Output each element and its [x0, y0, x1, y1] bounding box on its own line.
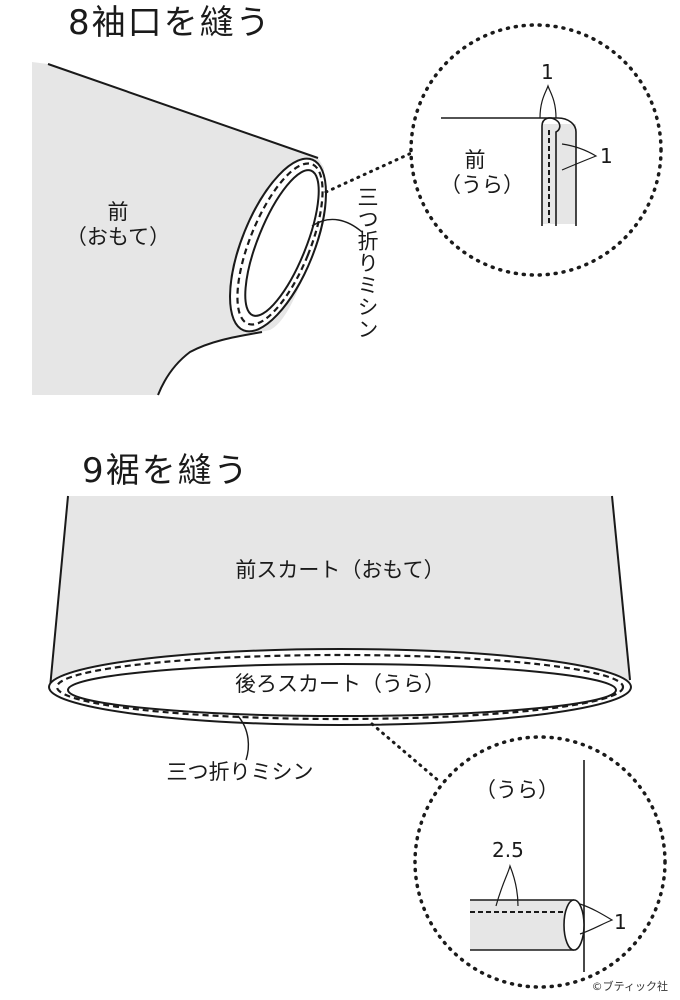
detail9-measure-fold: 2.5	[492, 838, 524, 862]
skirt-stitch-leader	[237, 715, 250, 761]
back-skirt-label: 後ろスカート（うら）	[235, 672, 445, 696]
detail8-measure-top: 1	[541, 60, 554, 84]
detail-hem-outer	[557, 117, 577, 226]
stitch-leader-line	[311, 218, 363, 233]
step8-illustration	[32, 23, 663, 396]
detail-hem-outline	[541, 117, 561, 226]
front-label-line1: 前	[107, 200, 129, 224]
skirt-hem-inner	[67, 663, 617, 717]
detail-circle-8	[409, 23, 663, 277]
step9-title: 9裾を縫う	[82, 451, 250, 491]
skirt-detail-connector	[370, 722, 442, 784]
bodice-underarm-outline	[157, 331, 263, 396]
detail-measure-right-bracket	[561, 143, 598, 171]
bodice-outline	[47, 63, 319, 159]
detail-connector-dots	[324, 148, 420, 194]
detail9-wrong-side-label: （うら）	[475, 778, 559, 802]
skirt-left-edge	[49, 495, 69, 689]
front-label-line2: （おもて）	[65, 225, 171, 250]
detail8-measure-right: 1	[600, 144, 613, 168]
detail8-label-line1: 前	[464, 148, 486, 172]
skirt-detail-hem-outline	[470, 899, 574, 951]
sleeve-cuff-inner	[244, 169, 320, 317]
step8-title: 8袖口を縫う	[68, 3, 272, 43]
sleeve-cuff-stitch	[236, 162, 324, 326]
sleeve-stitch-label: 三つ折りミシン	[355, 186, 379, 340]
front-skirt-label: 前スカート（おもて）	[235, 558, 445, 582]
skirt-right-edge	[611, 495, 631, 681]
skirt-stitch-label: 三つ折りミシン	[166, 760, 314, 784]
detail8-label-line2: （うら）	[440, 173, 524, 198]
detail-measure-top-bracket	[539, 84, 557, 119]
copyright-credit: ©ブティック社	[591, 980, 668, 993]
skirt-detail-measure-fold	[495, 864, 519, 907]
detail9-measure-edge: 1	[614, 910, 627, 934]
detail8-label: 前 （うら）	[440, 148, 524, 198]
skirt-detail-hem-end	[563, 899, 585, 951]
skirt-detail-hem	[470, 900, 574, 950]
skirt-detail-measure-edge	[579, 903, 614, 935]
skirt-hem-stitch	[55, 653, 625, 721]
detail-folded-hem	[542, 124, 576, 224]
front-label: 前 （おもて）	[58, 200, 178, 250]
step9-illustration	[48, 495, 667, 989]
